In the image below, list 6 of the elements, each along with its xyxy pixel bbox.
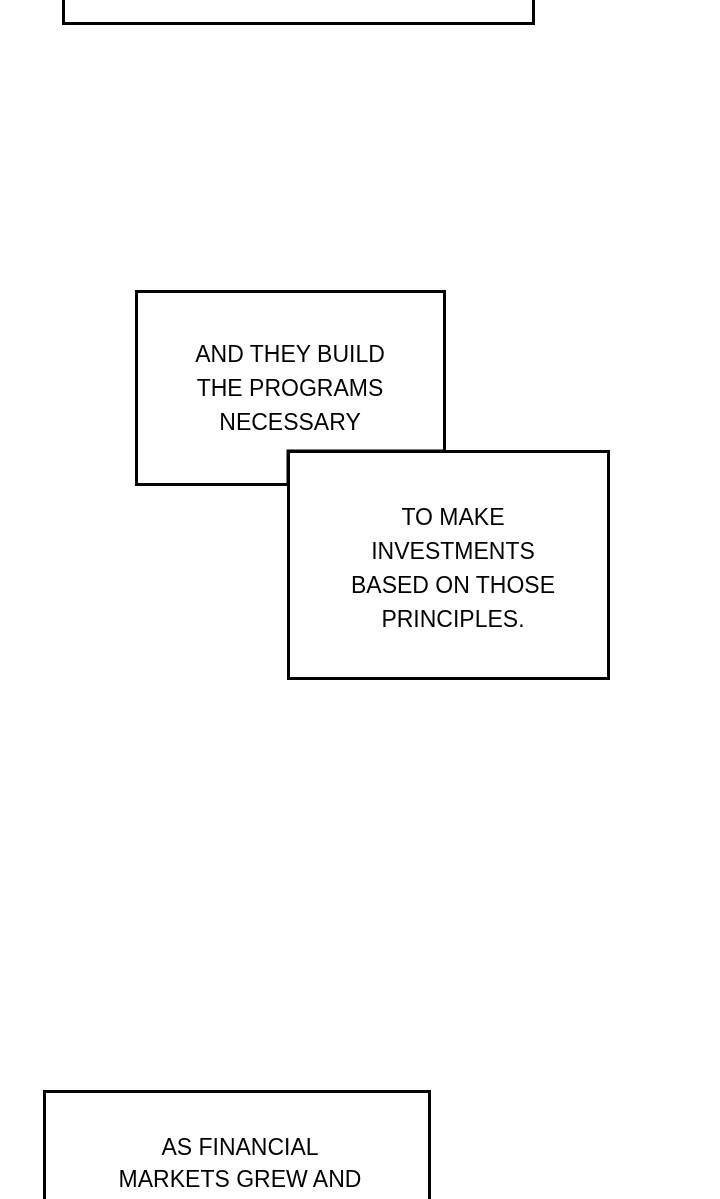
caption-text: AS FINANCIAL MARKETS GREW AND (117, 1133, 363, 1194)
caption-text: AND THEY BUILD THE PROGRAMS NECESSARY (194, 340, 386, 437)
caption-box (43, 1090, 431, 1199)
caption-box (135, 290, 446, 486)
caption-text: TO MAKE INVESTMENTS BASED ON THOSE PRINCIPLES. (349, 503, 557, 634)
caption-box (287, 450, 610, 680)
